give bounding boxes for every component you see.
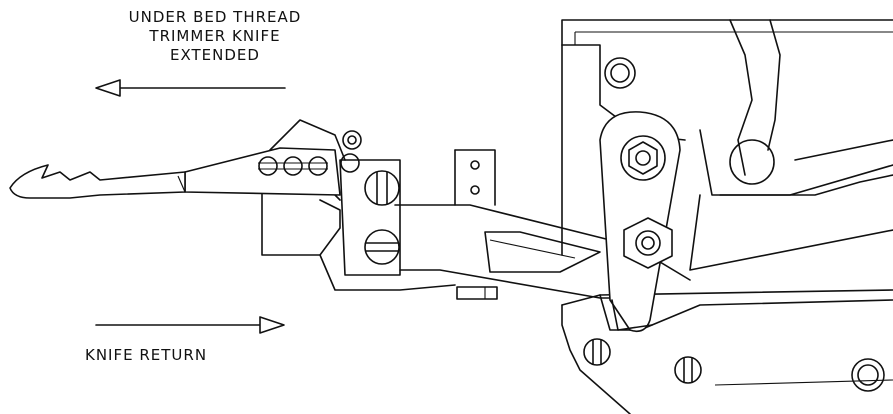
knife-extended-label: UNDER BED THREAD TRIMMER KNIFE EXTENDED xyxy=(65,8,365,65)
return-arrow xyxy=(95,316,285,334)
knife-extended-label-line3: EXTENDED xyxy=(170,46,260,64)
knife-holder xyxy=(261,119,498,300)
knife-return-label: KNIFE RETURN xyxy=(85,346,208,364)
extended-arrow xyxy=(95,79,286,97)
trimmer-knife xyxy=(9,147,341,199)
knife-extended-label-line2: TRIMMER KNIFE xyxy=(149,27,281,45)
lever-arm xyxy=(599,111,681,333)
knife-extended-label-line1: UNDER BED THREAD xyxy=(128,8,302,26)
